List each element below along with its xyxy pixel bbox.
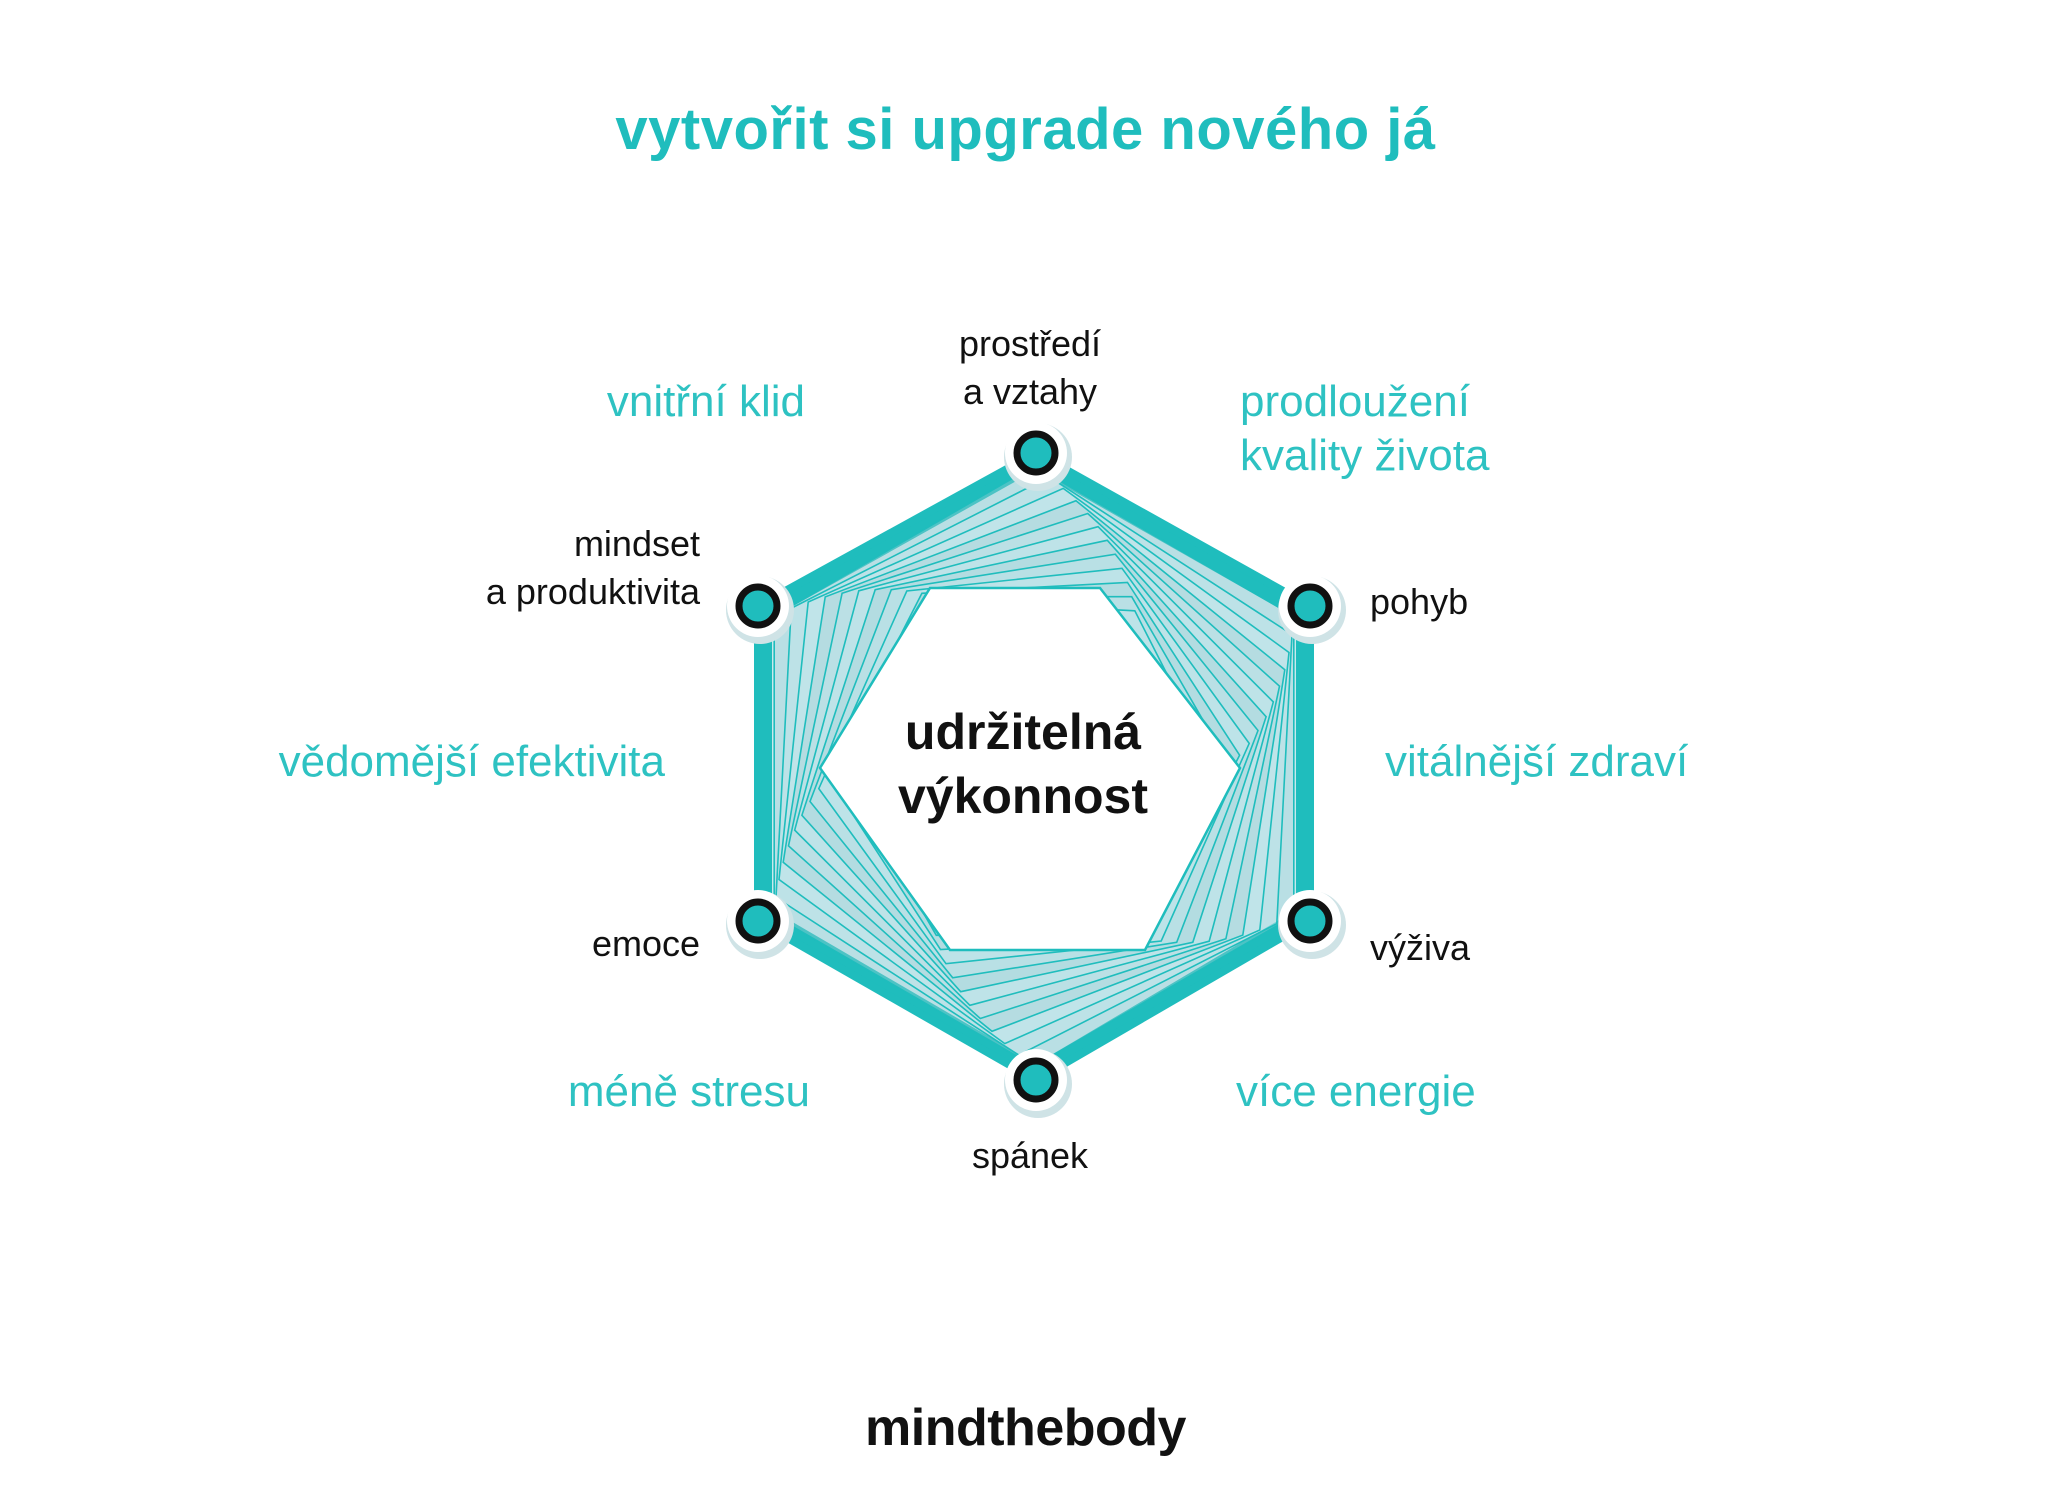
brand-logo: mindthebody	[865, 1399, 1186, 1457]
benefit-top-right-line2: kvality života	[1240, 431, 1490, 480]
node-marker	[726, 890, 794, 959]
benefit-bottom-right: více energie	[1236, 1065, 1476, 1119]
node-dot	[735, 583, 781, 629]
center-title-line2: výkonnost	[897, 768, 1149, 824]
node-label-top-right: pohyb	[1370, 578, 1468, 626]
node-label-bottom-line1: spánek	[971, 1135, 1089, 1176]
benefit-top-left-line1: vnitřní klid	[606, 377, 805, 426]
benefit-left: vědomější efektivita	[180, 735, 665, 789]
benefit-top-left: vnitřní klid	[480, 375, 805, 429]
benefit-bottom-left-line1: méně stresu	[567, 1067, 810, 1116]
node-label-top: prostředí a vztahy	[900, 320, 1160, 416]
node-label-bottom-right: výživa	[1370, 924, 1470, 972]
node-label-bottom-left: emoce	[460, 920, 700, 968]
node-dot	[1287, 898, 1333, 944]
node-label-bottom: spánek	[900, 1132, 1160, 1180]
node-label-top-left-line1: mindset	[573, 523, 700, 564]
center-title: udržitelná výkonnost	[833, 700, 1213, 828]
center-title-line1: udržitelná	[904, 704, 1142, 760]
node-marker	[1278, 890, 1346, 959]
node-label-bottom-left-line1: emoce	[591, 923, 700, 964]
benefit-bottom-right-line1: více energie	[1236, 1067, 1476, 1116]
node-label-top-left-line2: a produktivita	[485, 571, 700, 612]
page-title: vytvořit si upgrade nového já	[615, 97, 1436, 162]
node-dot	[1013, 1057, 1059, 1103]
benefit-right-line1: vitálnější zdraví	[1385, 737, 1689, 786]
node-dot	[735, 898, 781, 944]
node-marker	[726, 575, 794, 644]
benefit-right: vitálnější zdraví	[1385, 735, 1688, 789]
node-label-top-left: mindset a produktivita	[380, 520, 700, 616]
benefit-left-line1: vědomější efektivita	[278, 737, 665, 786]
node-label-top-line1: prostředí	[958, 323, 1102, 364]
benefit-top-right-line1: prodloužení	[1240, 377, 1470, 426]
node-marker	[1278, 575, 1346, 644]
node-marker	[1004, 1049, 1072, 1118]
node-label-bottom-right-line1: výživa	[1370, 927, 1471, 968]
node-label-top-right-line1: pohyb	[1370, 581, 1469, 622]
benefit-bottom-left: méně stresu	[480, 1065, 810, 1119]
node-dot	[1287, 583, 1333, 629]
node-marker	[1004, 422, 1072, 491]
node-dot	[1013, 430, 1059, 476]
node-label-top-line2: a vztahy	[962, 371, 1098, 412]
benefit-top-right: prodloužení kvality života	[1240, 375, 1489, 483]
node-markers	[726, 422, 1346, 1118]
inner-hexagon	[818, 586, 1242, 952]
